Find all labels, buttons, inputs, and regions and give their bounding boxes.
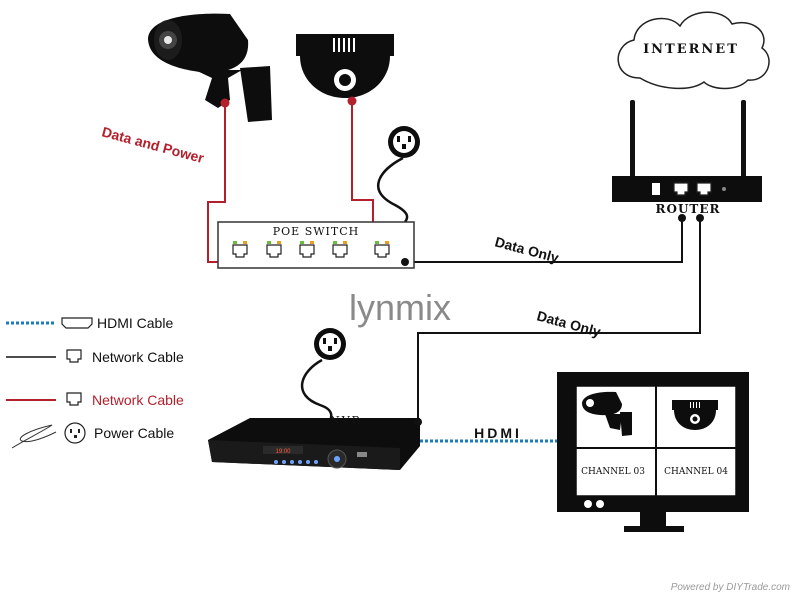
legend-item-hdmi-cable: HDMI Cable (6, 315, 173, 331)
rj45-icon (66, 392, 82, 406)
router-led (722, 187, 726, 191)
monitor-button-1 (584, 500, 592, 508)
internet-label: INTERNET (643, 42, 739, 57)
router-antenna-right (741, 100, 746, 180)
legend: HDMI Cable Network Cable Network Cable P… (6, 315, 184, 449)
poe-switch-ports (232, 241, 390, 258)
poe-switch-label: POE SWITCH (273, 225, 359, 238)
watermark-text: lynmix (349, 287, 451, 328)
data-only-label-2: Data Only (535, 307, 602, 339)
black-cables (300, 156, 701, 426)
bullet-camera-connector (220, 98, 230, 108)
internet-cloud: INTERNET (617, 11, 770, 90)
power-cable-swatch (11, 424, 57, 449)
router-power-port (652, 183, 660, 195)
router-connector-1 (678, 214, 686, 222)
legend-label-power: Power Cable (94, 425, 174, 441)
footer-credit: Powered by DIYTrade.com (671, 582, 790, 593)
monitor-dome-camera-icon (672, 400, 718, 430)
hdmi-label: HDMI (474, 425, 522, 441)
monitor: CHANNEL 03 CHANNEL 04 (557, 372, 749, 532)
legend-label-network-black: Network Cable (92, 349, 184, 365)
router-label: ROUTER (656, 202, 721, 216)
dome-camera (296, 34, 394, 106)
dome-camera-connector (347, 96, 357, 106)
legend-label-network-red: Network Cable (92, 392, 184, 408)
nvr-power-plug (314, 328, 346, 360)
monitor-neck (640, 512, 666, 526)
router: ROUTER (612, 100, 762, 222)
hdmi-connector-icon (61, 317, 93, 329)
nvr-network-connector (414, 418, 422, 426)
nvr-label: NVR (330, 414, 362, 427)
nvr: NVR 19:00 (208, 414, 422, 470)
channel-03-label: CHANNEL 03 (581, 467, 645, 477)
nvr-display: 19:00 (275, 449, 291, 455)
router-connector-2 (696, 214, 704, 222)
legend-item-power-cable: Power Cable (11, 422, 174, 449)
legend-item-network-cable-red: Network Cable (6, 392, 184, 408)
poe-switch: POE SWITCH (217, 221, 415, 269)
monitor-base (624, 526, 684, 532)
legend-label-hdmi: HDMI Cable (97, 315, 173, 331)
switch-power-cord (377, 156, 409, 223)
switch-power-plug (388, 126, 420, 158)
router-to-nvr-cable (417, 217, 701, 422)
switch-to-router-cable (405, 217, 683, 263)
nvr-power-cord (300, 358, 333, 426)
monitor-bullet-camera-icon (582, 391, 632, 436)
legend-item-network-cable-black: Network Cable (6, 349, 184, 365)
rj45-icon (66, 349, 82, 363)
monitor-button-2 (596, 500, 604, 508)
power-plug-icon (64, 422, 86, 444)
channel-04-label: CHANNEL 04 (664, 467, 728, 477)
bullet-camera (148, 13, 272, 122)
router-antenna-left (630, 100, 635, 180)
data-power-label: Data and Power (100, 123, 206, 166)
poe-switch-uplink-connector (401, 258, 409, 266)
